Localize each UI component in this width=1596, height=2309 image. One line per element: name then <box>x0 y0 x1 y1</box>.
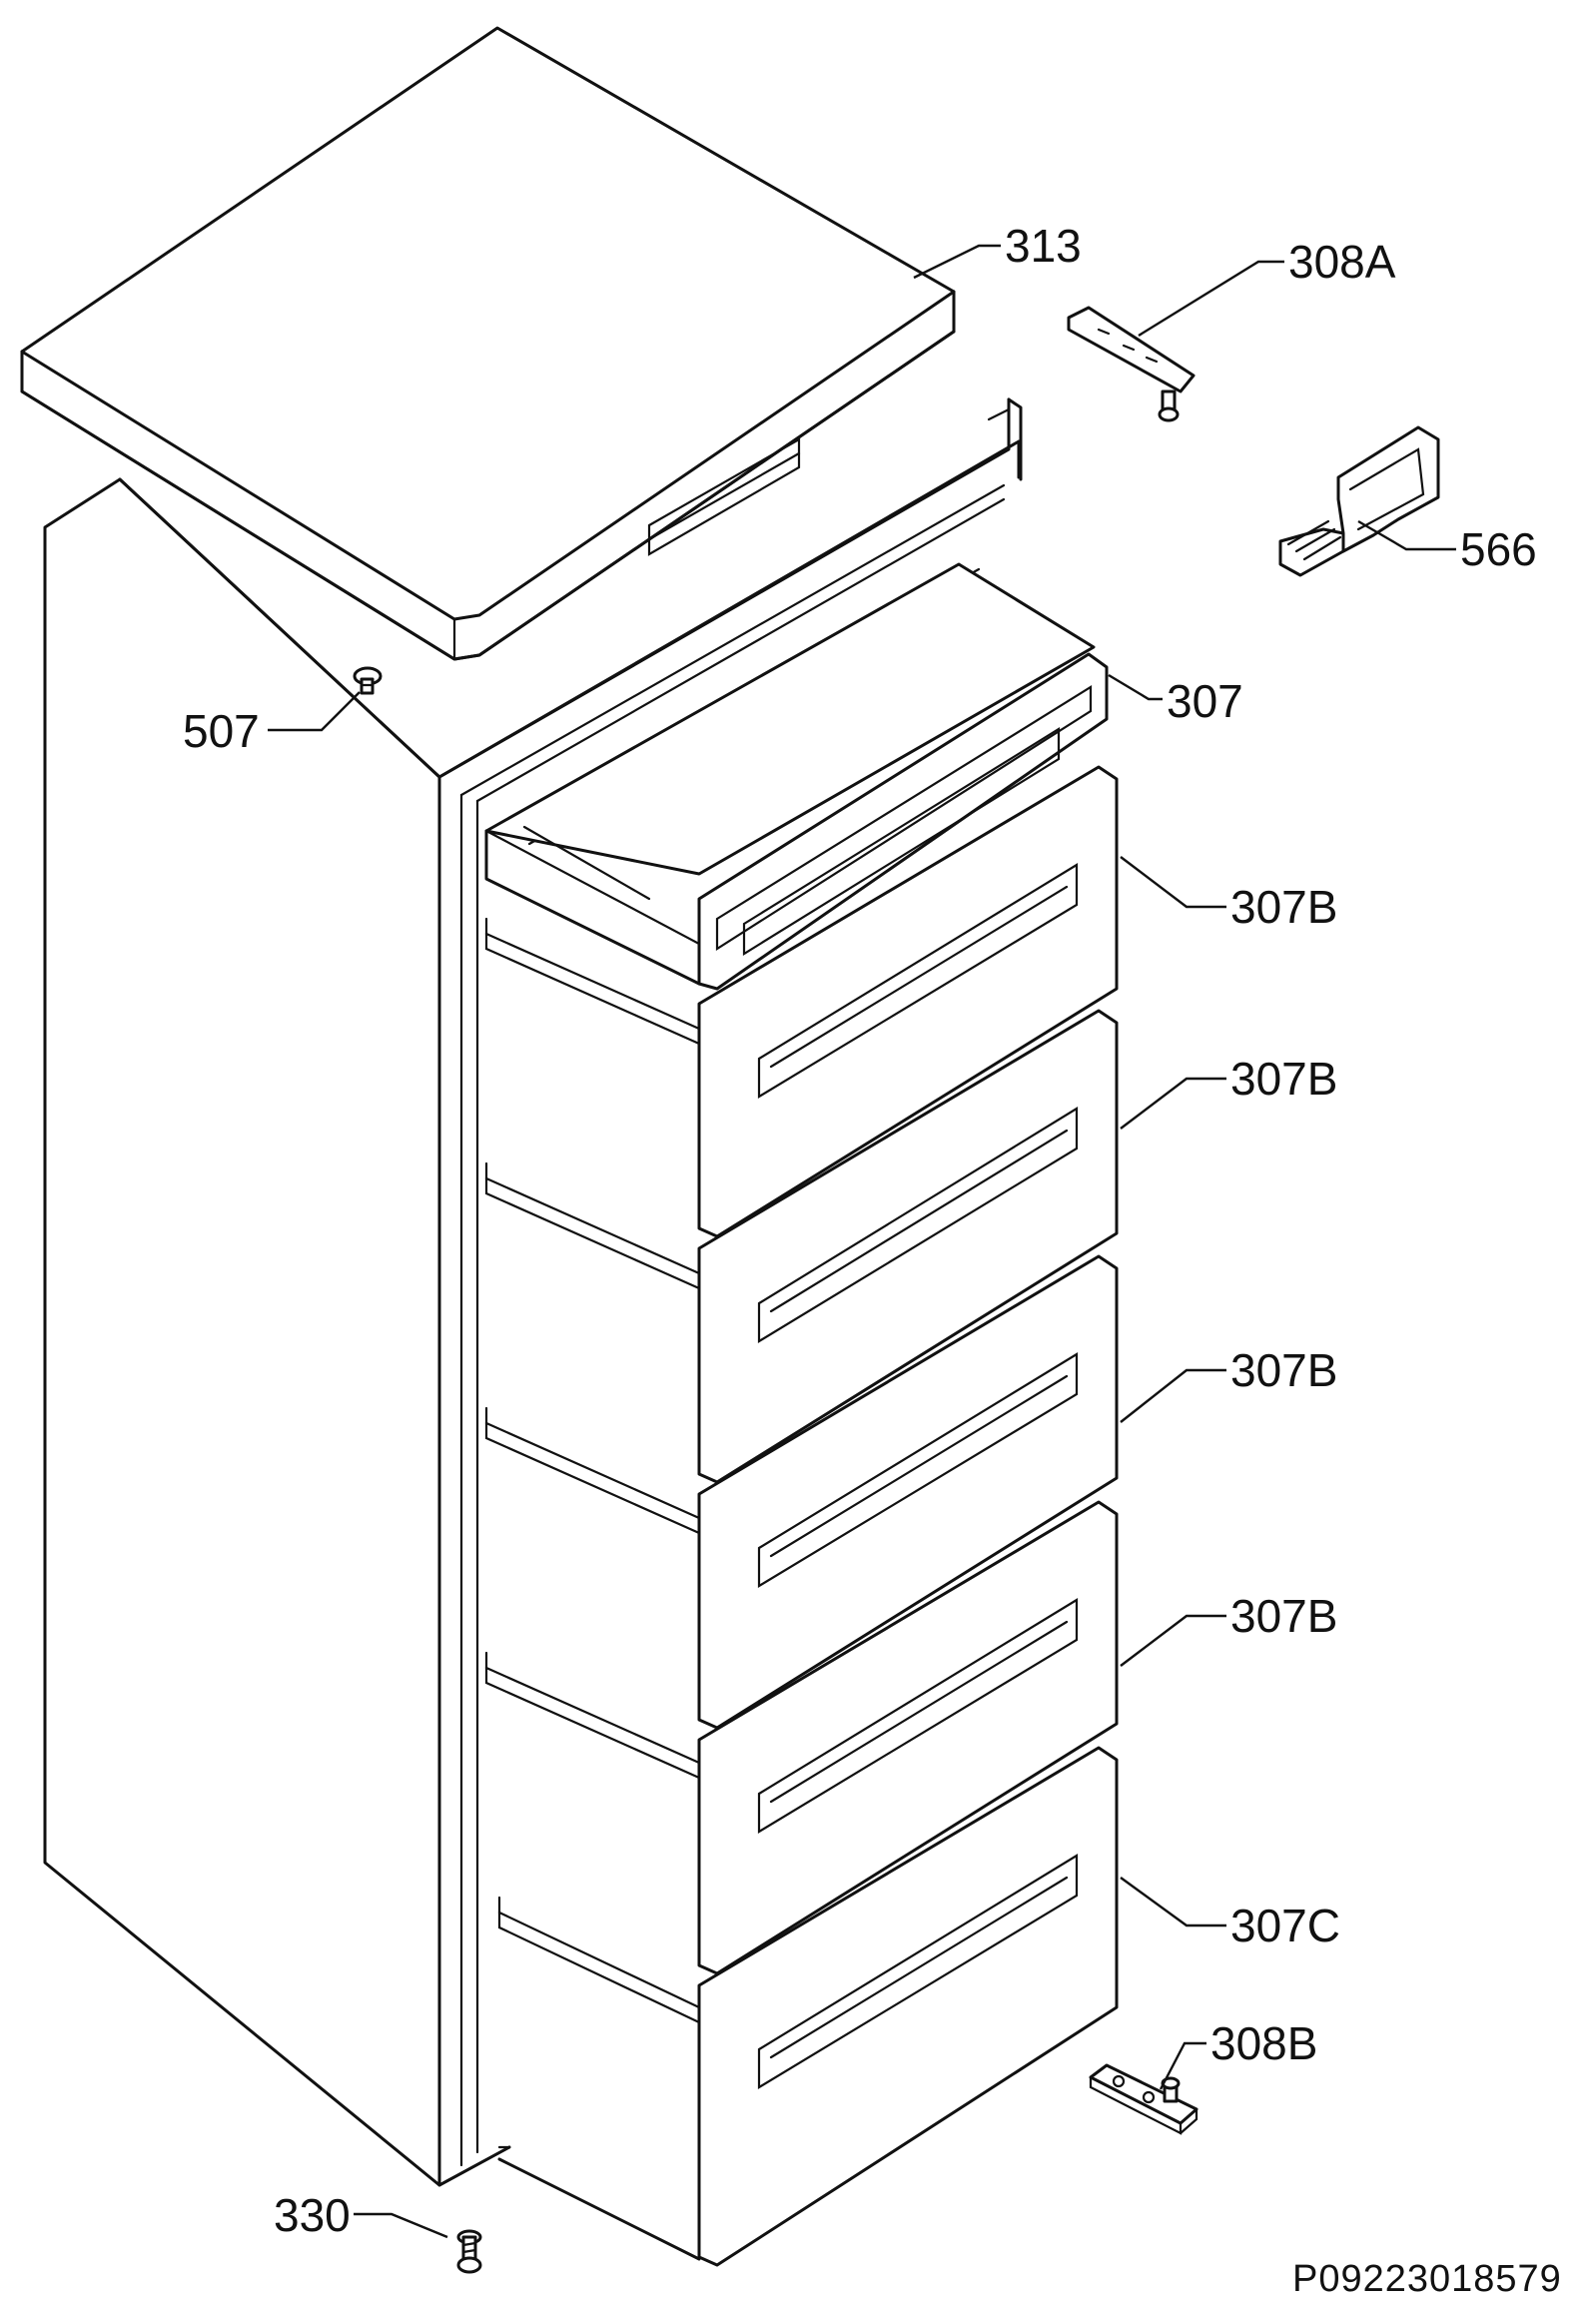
hinge-308A <box>1067 306 1196 422</box>
drawer-307C-bottom <box>497 1746 1119 2267</box>
top-lid-313 <box>20 26 956 661</box>
screw-330-icon <box>456 2229 482 2274</box>
label-307B-2: 307B <box>1230 1053 1337 1105</box>
label-307B-4: 307B <box>1230 1590 1337 1642</box>
label-307B-3: 307B <box>1230 1344 1337 1396</box>
drawer-307B-2 <box>484 1009 1119 1484</box>
label-307B-1: 307B <box>1230 881 1337 933</box>
drawer-307-top-shelf <box>484 562 1109 991</box>
clip-566 <box>1278 425 1440 577</box>
label-307: 307 <box>1167 675 1243 727</box>
label-313: 313 <box>1005 220 1082 272</box>
drawer-307B-1 <box>484 765 1119 1238</box>
label-507: 507 <box>183 705 260 757</box>
label-330: 330 <box>274 2189 351 2241</box>
leader-lines <box>268 244 1456 2239</box>
drawer-307B-3 <box>484 1254 1119 1730</box>
drawing-code: P09223018579 <box>1292 2258 1562 2300</box>
label-307C: 307C <box>1230 1900 1340 1951</box>
hinge-308B <box>1089 2063 1198 2135</box>
label-308B: 308B <box>1210 2017 1317 2069</box>
callout-labels: 313 308A 566 307 307B 307B 307B 307B 307… <box>183 220 1562 2300</box>
drawer-307B-4 <box>484 1500 1119 1975</box>
label-308A: 308A <box>1288 236 1396 288</box>
label-566: 566 <box>1460 523 1537 575</box>
screw-507-icon <box>353 666 383 695</box>
